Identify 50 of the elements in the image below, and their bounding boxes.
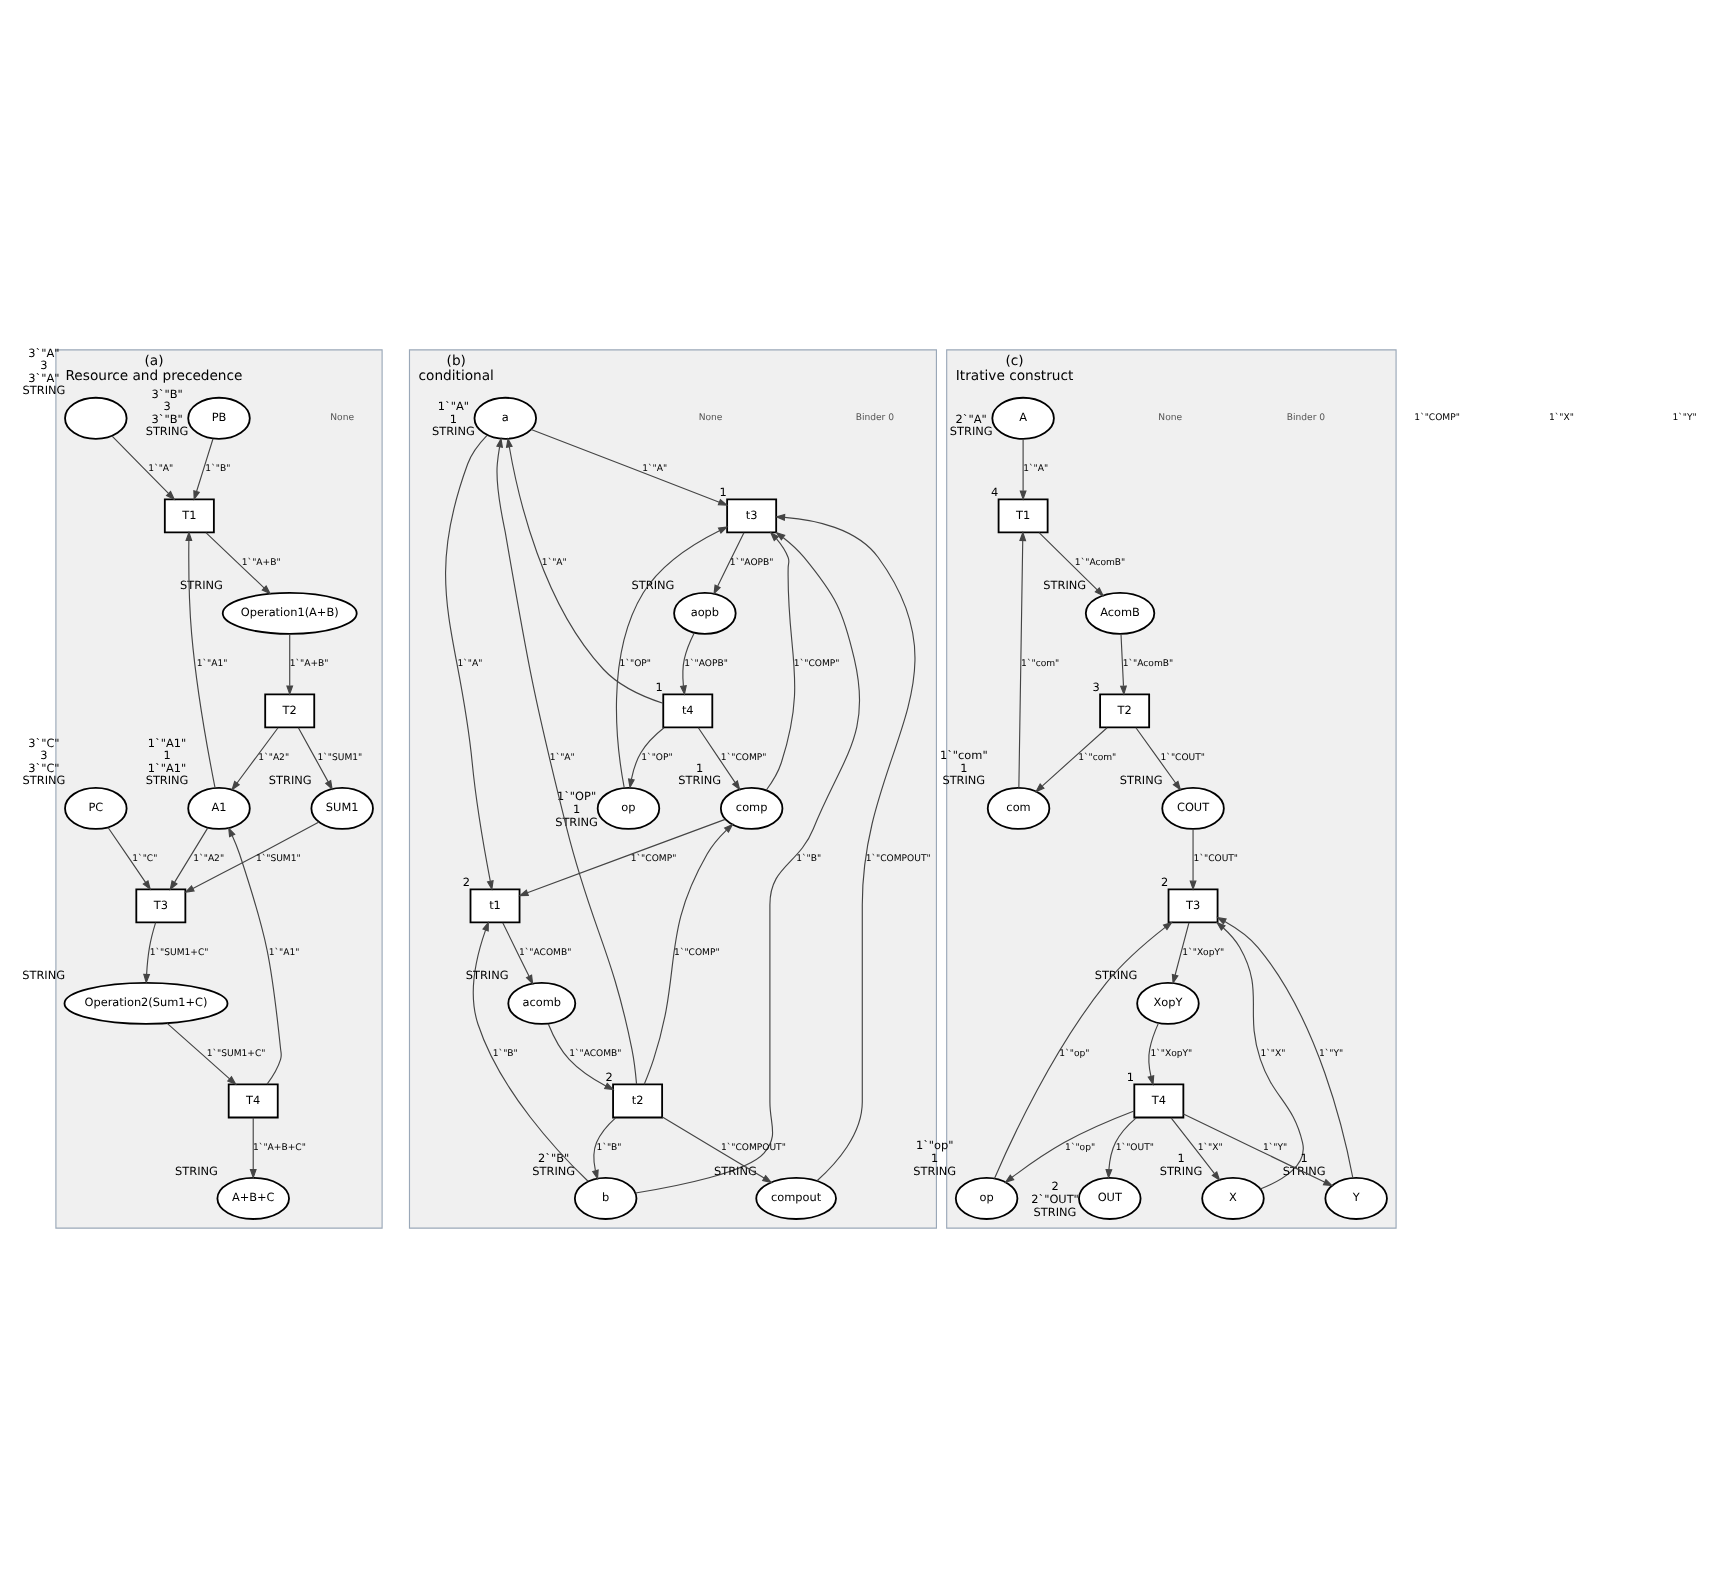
- arrow: [517, 817, 725, 896]
- arrow: [1033, 726, 1107, 792]
- arrow: [142, 921, 156, 984]
- arrow: [168, 826, 208, 890]
- arrow: [1170, 921, 1189, 984]
- arrow: [642, 822, 733, 1084]
- arrow: [1018, 437, 1026, 500]
- arrow: [626, 726, 664, 789]
- arrow: [1017, 529, 1026, 788]
- arrow: [764, 530, 795, 790]
- arrow: [1037, 531, 1104, 596]
- arrow: [501, 921, 533, 985]
- arrow: [678, 631, 694, 695]
- arrow: [992, 920, 1172, 1179]
- arrow: [1118, 632, 1127, 695]
- arrow: [106, 825, 151, 890]
- arrow: [165, 1021, 236, 1085]
- arrow: [1214, 920, 1303, 1189]
- arrow: [1146, 1021, 1159, 1085]
- arrow: [110, 434, 175, 500]
- arrow: [296, 726, 332, 790]
- arrow: [183, 820, 319, 892]
- arrow: [546, 1022, 614, 1090]
- arrow: [614, 525, 728, 788]
- arrow: [248, 1116, 256, 1179]
- arrow: [285, 632, 293, 695]
- arrow: [1169, 1116, 1220, 1181]
- arrow: [230, 726, 278, 790]
- node-ellipse: [63, 395, 127, 439]
- arrow: [494, 436, 637, 1084]
- arrow: [634, 530, 860, 1193]
- arrow: [773, 512, 915, 1181]
- arrow: [471, 919, 588, 1181]
- arrow: [192, 437, 213, 500]
- arrow: [712, 531, 744, 595]
- arrow: [444, 433, 493, 890]
- arrow: [1215, 915, 1353, 1178]
- arrow: [1003, 1109, 1134, 1183]
- arrow: [184, 529, 215, 788]
- arrow: [1134, 726, 1181, 790]
- arrow: [1104, 1116, 1136, 1179]
- arrow: [1181, 1112, 1333, 1186]
- arrow: [529, 427, 728, 505]
- arrow: [660, 1115, 772, 1183]
- arrow: [204, 531, 271, 594]
- arrow: [590, 1116, 616, 1180]
- arrow: [504, 436, 663, 703]
- arrow: [696, 726, 740, 790]
- arrow: [1188, 827, 1196, 890]
- arrow: [227, 825, 281, 1084]
